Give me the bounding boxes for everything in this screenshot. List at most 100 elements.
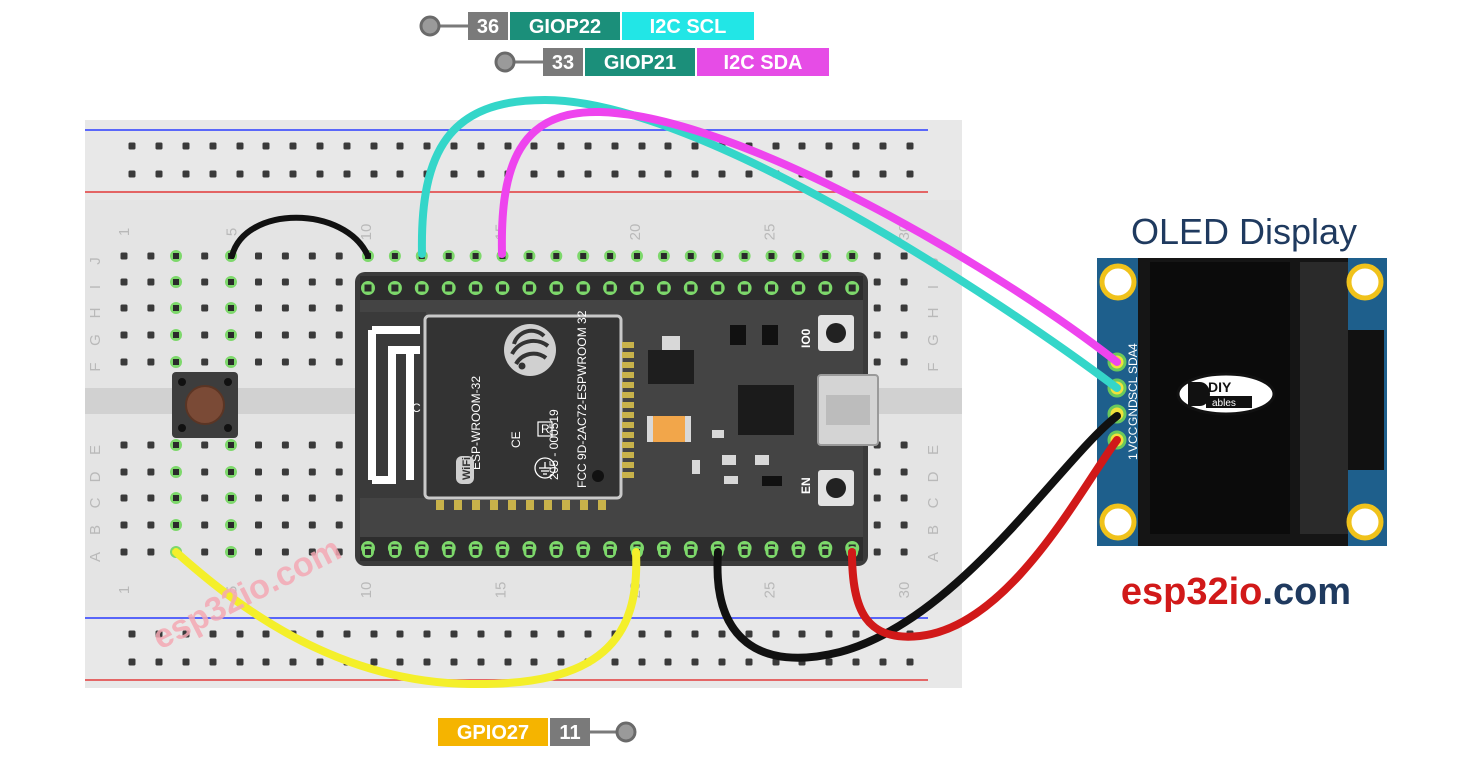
connected-hole-center [228, 332, 234, 338]
rail-hole [316, 170, 324, 178]
breadboard-hole [900, 441, 908, 449]
module-pad [622, 442, 634, 448]
rail-hole [370, 170, 378, 178]
sda-gpio-name: GIOP21 [604, 52, 676, 74]
connected-hole-center [660, 253, 667, 259]
push-button-cap[interactable] [185, 385, 225, 425]
breadboard-hole [335, 468, 343, 476]
mounting-hole [1346, 263, 1384, 301]
breadboard-hole [900, 331, 908, 339]
connected-hole-center [768, 549, 775, 555]
connected-hole-center [795, 549, 802, 555]
button-wire [172, 548, 641, 689]
breadboard-hole [900, 252, 908, 260]
scl-function: I2C SCL [650, 16, 727, 38]
push-button[interactable] [172, 372, 238, 438]
breadboard-hole [255, 304, 262, 312]
rail-hole [128, 142, 136, 150]
module-pad [622, 452, 634, 458]
breadboard-hole [147, 304, 155, 312]
en-button[interactable] [818, 470, 854, 506]
rail-hole [236, 170, 244, 178]
breadboard-hole [900, 548, 908, 556]
breadboard-hole [201, 548, 209, 556]
row-label: G [925, 334, 942, 346]
rail-hole [262, 170, 270, 178]
connected-hole-center [553, 549, 560, 555]
esp32-pin-center [768, 284, 775, 292]
column-label: 25 [762, 224, 779, 241]
breadboard-hole [147, 358, 155, 366]
breadboard-hole [201, 252, 209, 260]
io0-button[interactable] [818, 315, 854, 351]
breadboard-hole [147, 441, 155, 449]
module-code-text: 205 - 000519 [547, 409, 561, 480]
connected-hole-center [526, 253, 533, 259]
esp32-pin-center [660, 284, 668, 292]
rail-hole [852, 658, 860, 666]
rail-hole [236, 658, 244, 666]
connected-hole-center [228, 442, 234, 448]
rail-hole [906, 658, 914, 666]
module-pad [472, 500, 480, 510]
connected-hole-center [173, 442, 179, 448]
esp32-board: C ESP-WROOM-32 205 - 000519 FCC 9D-2AC72… [355, 250, 879, 566]
column-label: 1 [116, 228, 133, 236]
breadboard-hole [873, 304, 881, 312]
module-c-mark: C [412, 401, 421, 415]
connected-hole-center [499, 549, 506, 555]
breadboard-hole [255, 548, 262, 556]
breadboard-hole [201, 441, 209, 449]
connected-hole-center [228, 495, 234, 501]
rail-hole [182, 142, 190, 150]
module-pad [454, 500, 462, 510]
rail-hole [852, 142, 860, 150]
connected-hole-center [822, 549, 829, 555]
connected-hole-center [607, 549, 614, 555]
column-label: 10 [358, 582, 375, 599]
rail-hole [557, 658, 565, 666]
jumper-wire-black [229, 214, 371, 259]
connected-hole-center [228, 279, 234, 285]
breadboard-hole [308, 548, 316, 556]
breadboard-hole [308, 494, 316, 502]
breadboard-hole [335, 278, 343, 286]
row-label: E [925, 445, 942, 455]
esp32-pin-center [525, 284, 533, 292]
rail-hole [691, 630, 699, 638]
breadboard-hole [255, 494, 262, 502]
rail-hole [664, 170, 672, 178]
breadboard-hole [873, 252, 881, 260]
module-pad [544, 500, 552, 510]
connected-hole-center [173, 359, 179, 365]
column-label: 20 [627, 224, 644, 241]
breadboard-hole [873, 548, 881, 556]
esp32-pin-center [499, 284, 506, 292]
rail-hole [209, 142, 217, 150]
module-pad [622, 392, 634, 398]
rail-hole [396, 658, 404, 666]
module-pad [490, 500, 498, 510]
connected-hole-center [580, 253, 587, 259]
rail-hole [852, 630, 860, 638]
rail-hole [316, 630, 324, 638]
breadboard-hole [255, 358, 262, 366]
row-label: B [87, 525, 104, 535]
rail-hole [825, 658, 833, 666]
rail-hole [370, 658, 378, 666]
breadboard-hole [900, 494, 908, 502]
rail-hole [879, 142, 887, 150]
row-label: F [925, 362, 942, 371]
button-pin-dot [615, 721, 637, 743]
rail-hole [316, 658, 324, 666]
row-label: G [87, 334, 104, 346]
breadboard-hole [308, 441, 316, 449]
module-pad [622, 402, 634, 408]
rail-hole [155, 142, 163, 150]
connected-hole-center [687, 549, 694, 555]
esp32-pin-center [391, 284, 399, 292]
rail-hole [450, 658, 458, 666]
brand-part2: io [1229, 571, 1263, 613]
rail-hole [128, 630, 136, 638]
rail-hole [236, 630, 244, 638]
